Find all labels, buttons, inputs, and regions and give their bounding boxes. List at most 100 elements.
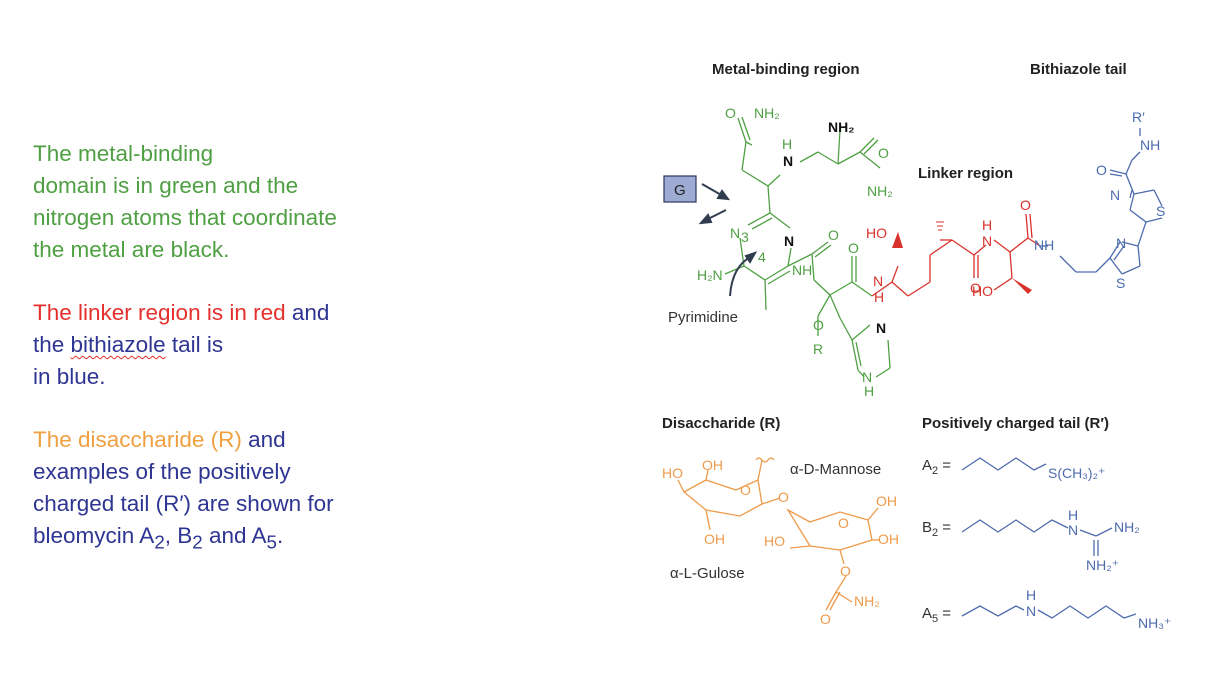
metal-binding-description: The metal-binding domain is in green and…: [33, 138, 453, 266]
b2-n: N: [1068, 522, 1078, 538]
coordinating-ring-n-label: N: [784, 233, 794, 249]
desc-text: tail is: [165, 332, 224, 357]
linker-ho-2: HO: [972, 283, 993, 299]
subscript: 5: [266, 531, 277, 553]
g-box: [663, 175, 697, 203]
a2-chain: [961, 457, 1047, 471]
gulose-oh-1: OH: [876, 493, 897, 509]
linker-nh-h: H: [982, 217, 992, 233]
thiazole-1-s: S: [1116, 275, 1125, 291]
mannose-ho-label: HO: [662, 465, 683, 481]
structure-svg: Metal-binding region Bithiazole tail Lin…: [662, 61, 1171, 631]
mannose-oh-label: OH: [702, 457, 723, 473]
tail-amide-nh: NH: [1034, 237, 1054, 253]
desc-text: and: [241, 427, 286, 452]
wedge-bond: [892, 232, 903, 248]
carbonyl-oxygen-2: O: [848, 240, 859, 256]
gulose-ring-o: O: [838, 515, 849, 531]
a5-chain-2: [1037, 605, 1137, 619]
carbamate-oxo: O: [820, 611, 831, 627]
glycosidic-o: O: [778, 489, 789, 505]
a5-h: H: [1026, 587, 1036, 603]
disaccharide-bonds: [677, 457, 880, 611]
linker-carbonyl-o-2: O: [1020, 197, 1031, 213]
amide-oxygen-label: O: [725, 105, 736, 121]
thiazole-2-n: N: [1110, 187, 1120, 203]
spellcheck-word[interactable]: bithiazole: [70, 332, 166, 357]
rprime-nh: NH: [1140, 137, 1160, 153]
linker-red-text: The linker region is in red: [33, 300, 286, 325]
thiazole-2-s: S: [1156, 203, 1165, 219]
mannose-name: α-D-Mannose: [790, 461, 881, 478]
tail-carbonyl-o: O: [1096, 162, 1107, 178]
b2-nh2: NH₂: [1114, 519, 1140, 535]
disaccharide-orange-text: The disaccharide (R): [33, 427, 242, 452]
imidazole-nh-h: H: [864, 383, 874, 399]
arrowhead: [744, 251, 758, 264]
desc-line: the metal are black.: [33, 237, 230, 262]
gulose-ho: HO: [764, 533, 785, 549]
a2-label: A2 =: [922, 457, 951, 477]
thiazole-1-n: N: [1116, 235, 1126, 251]
ring-position-4: 4: [758, 249, 766, 265]
desc-text: in blue.: [33, 364, 106, 389]
imidazole-nh-n: N: [862, 369, 872, 385]
desc-text: examples of the positively: [33, 459, 291, 484]
linker-nh-n: N: [982, 233, 992, 249]
subscript: 2: [154, 531, 165, 553]
description-panel: The metal-binding domain is in green and…: [33, 138, 453, 590]
header-bithiazole-tail: Bithiazole tail: [1030, 61, 1127, 78]
desc-text: the: [33, 332, 71, 357]
g-box-label: G: [674, 182, 686, 199]
pyrimidine-label: Pyrimidine: [668, 309, 738, 326]
wedge-bond: [1012, 278, 1032, 294]
arrows: [698, 183, 758, 297]
hash-bond: [936, 221, 944, 231]
b2-label: B2 =: [922, 519, 951, 539]
linker-hydroxyl-ho: HO: [866, 225, 887, 241]
linker-carbonyl-o: O: [970, 280, 981, 296]
disaccharide-description: The disaccharide (R) and examples of the…: [33, 424, 453, 559]
rprime-label: R′: [1132, 109, 1145, 125]
desc-text: bleomycin A: [33, 523, 155, 548]
desc-text: and: [285, 300, 330, 325]
carbamate-nh2: NH₂: [854, 593, 880, 609]
ring-amine-h2n-label: H₂N: [697, 267, 723, 283]
carbamate-o: O: [840, 563, 851, 579]
hn-label: NH: [792, 262, 812, 278]
b2-guanidine-bonds: [1079, 527, 1113, 556]
linker-description: The linker region is in red and the bith…: [33, 297, 453, 393]
disaccharide-r-label: R: [813, 341, 823, 357]
gulose-oh-2: OH: [878, 531, 899, 547]
header-metal-binding: Metal-binding region: [712, 61, 860, 78]
a5-nh3: NH₃⁺: [1138, 615, 1171, 631]
amide-nh2-label: NH₂: [754, 105, 780, 121]
header-linker: Linker region: [918, 165, 1013, 182]
mannose-oh-2: OH: [704, 531, 725, 547]
a5-label: A5 =: [922, 605, 951, 625]
primary-amine-nh2-label: NH₂: [828, 119, 854, 135]
ring-n3-label: N: [730, 225, 740, 241]
ring-n3-number: 3: [741, 229, 749, 245]
desc-line: The metal-binding: [33, 141, 214, 166]
desc-line: nitrogen atoms that coordinate: [33, 205, 337, 230]
subscript: 2: [192, 531, 203, 553]
arrowhead: [698, 213, 713, 225]
header-positive-tail: Positively charged tail (R′): [922, 415, 1109, 432]
a2-sulfonium: S(CH₃)₂⁺: [1048, 465, 1105, 481]
bleomycin-structure-figure: Metal-binding region Bithiazole tail Lin…: [640, 50, 1200, 650]
linker-amide-h: H: [874, 289, 884, 305]
gulose-name: α-L-Gulose: [670, 565, 745, 582]
b2-chain: [961, 519, 1069, 533]
b2-h: H: [1068, 507, 1078, 523]
ring-carbonyl-oxygen: O: [828, 227, 839, 243]
a5-n: N: [1026, 603, 1036, 619]
desc-text: and A: [202, 523, 267, 548]
a5-chain-1: [961, 605, 1025, 617]
b2-nh2plus: NH₂⁺: [1086, 557, 1119, 573]
amide-nh2-2-label: NH₂: [867, 183, 893, 199]
carbonyl-oxygen-label: O: [878, 145, 889, 161]
desc-text: charged tail (R′) are shown for: [33, 491, 334, 516]
amine-h-label: H: [782, 136, 792, 152]
desc-line: domain is in green and the: [33, 173, 299, 198]
